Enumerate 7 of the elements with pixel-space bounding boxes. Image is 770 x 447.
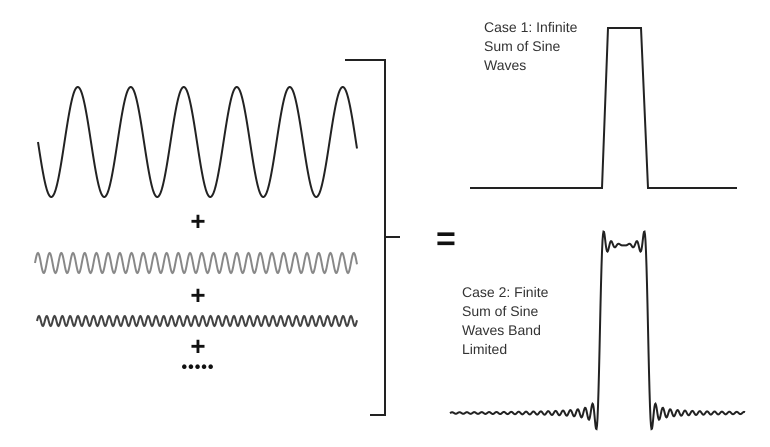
case-caption: Case 1: Infinite Sum of Sine Waves [484, 18, 578, 75]
plus-sign: + [189, 282, 207, 308]
plus-sign: + [189, 333, 207, 359]
equals-sign: = [436, 222, 457, 256]
plus-sign: + [189, 208, 207, 234]
case-caption: Case 2: Finite Sum of Sine Waves Band Limited [462, 283, 550, 359]
ellipsis-dots: ••••• [180, 358, 216, 378]
